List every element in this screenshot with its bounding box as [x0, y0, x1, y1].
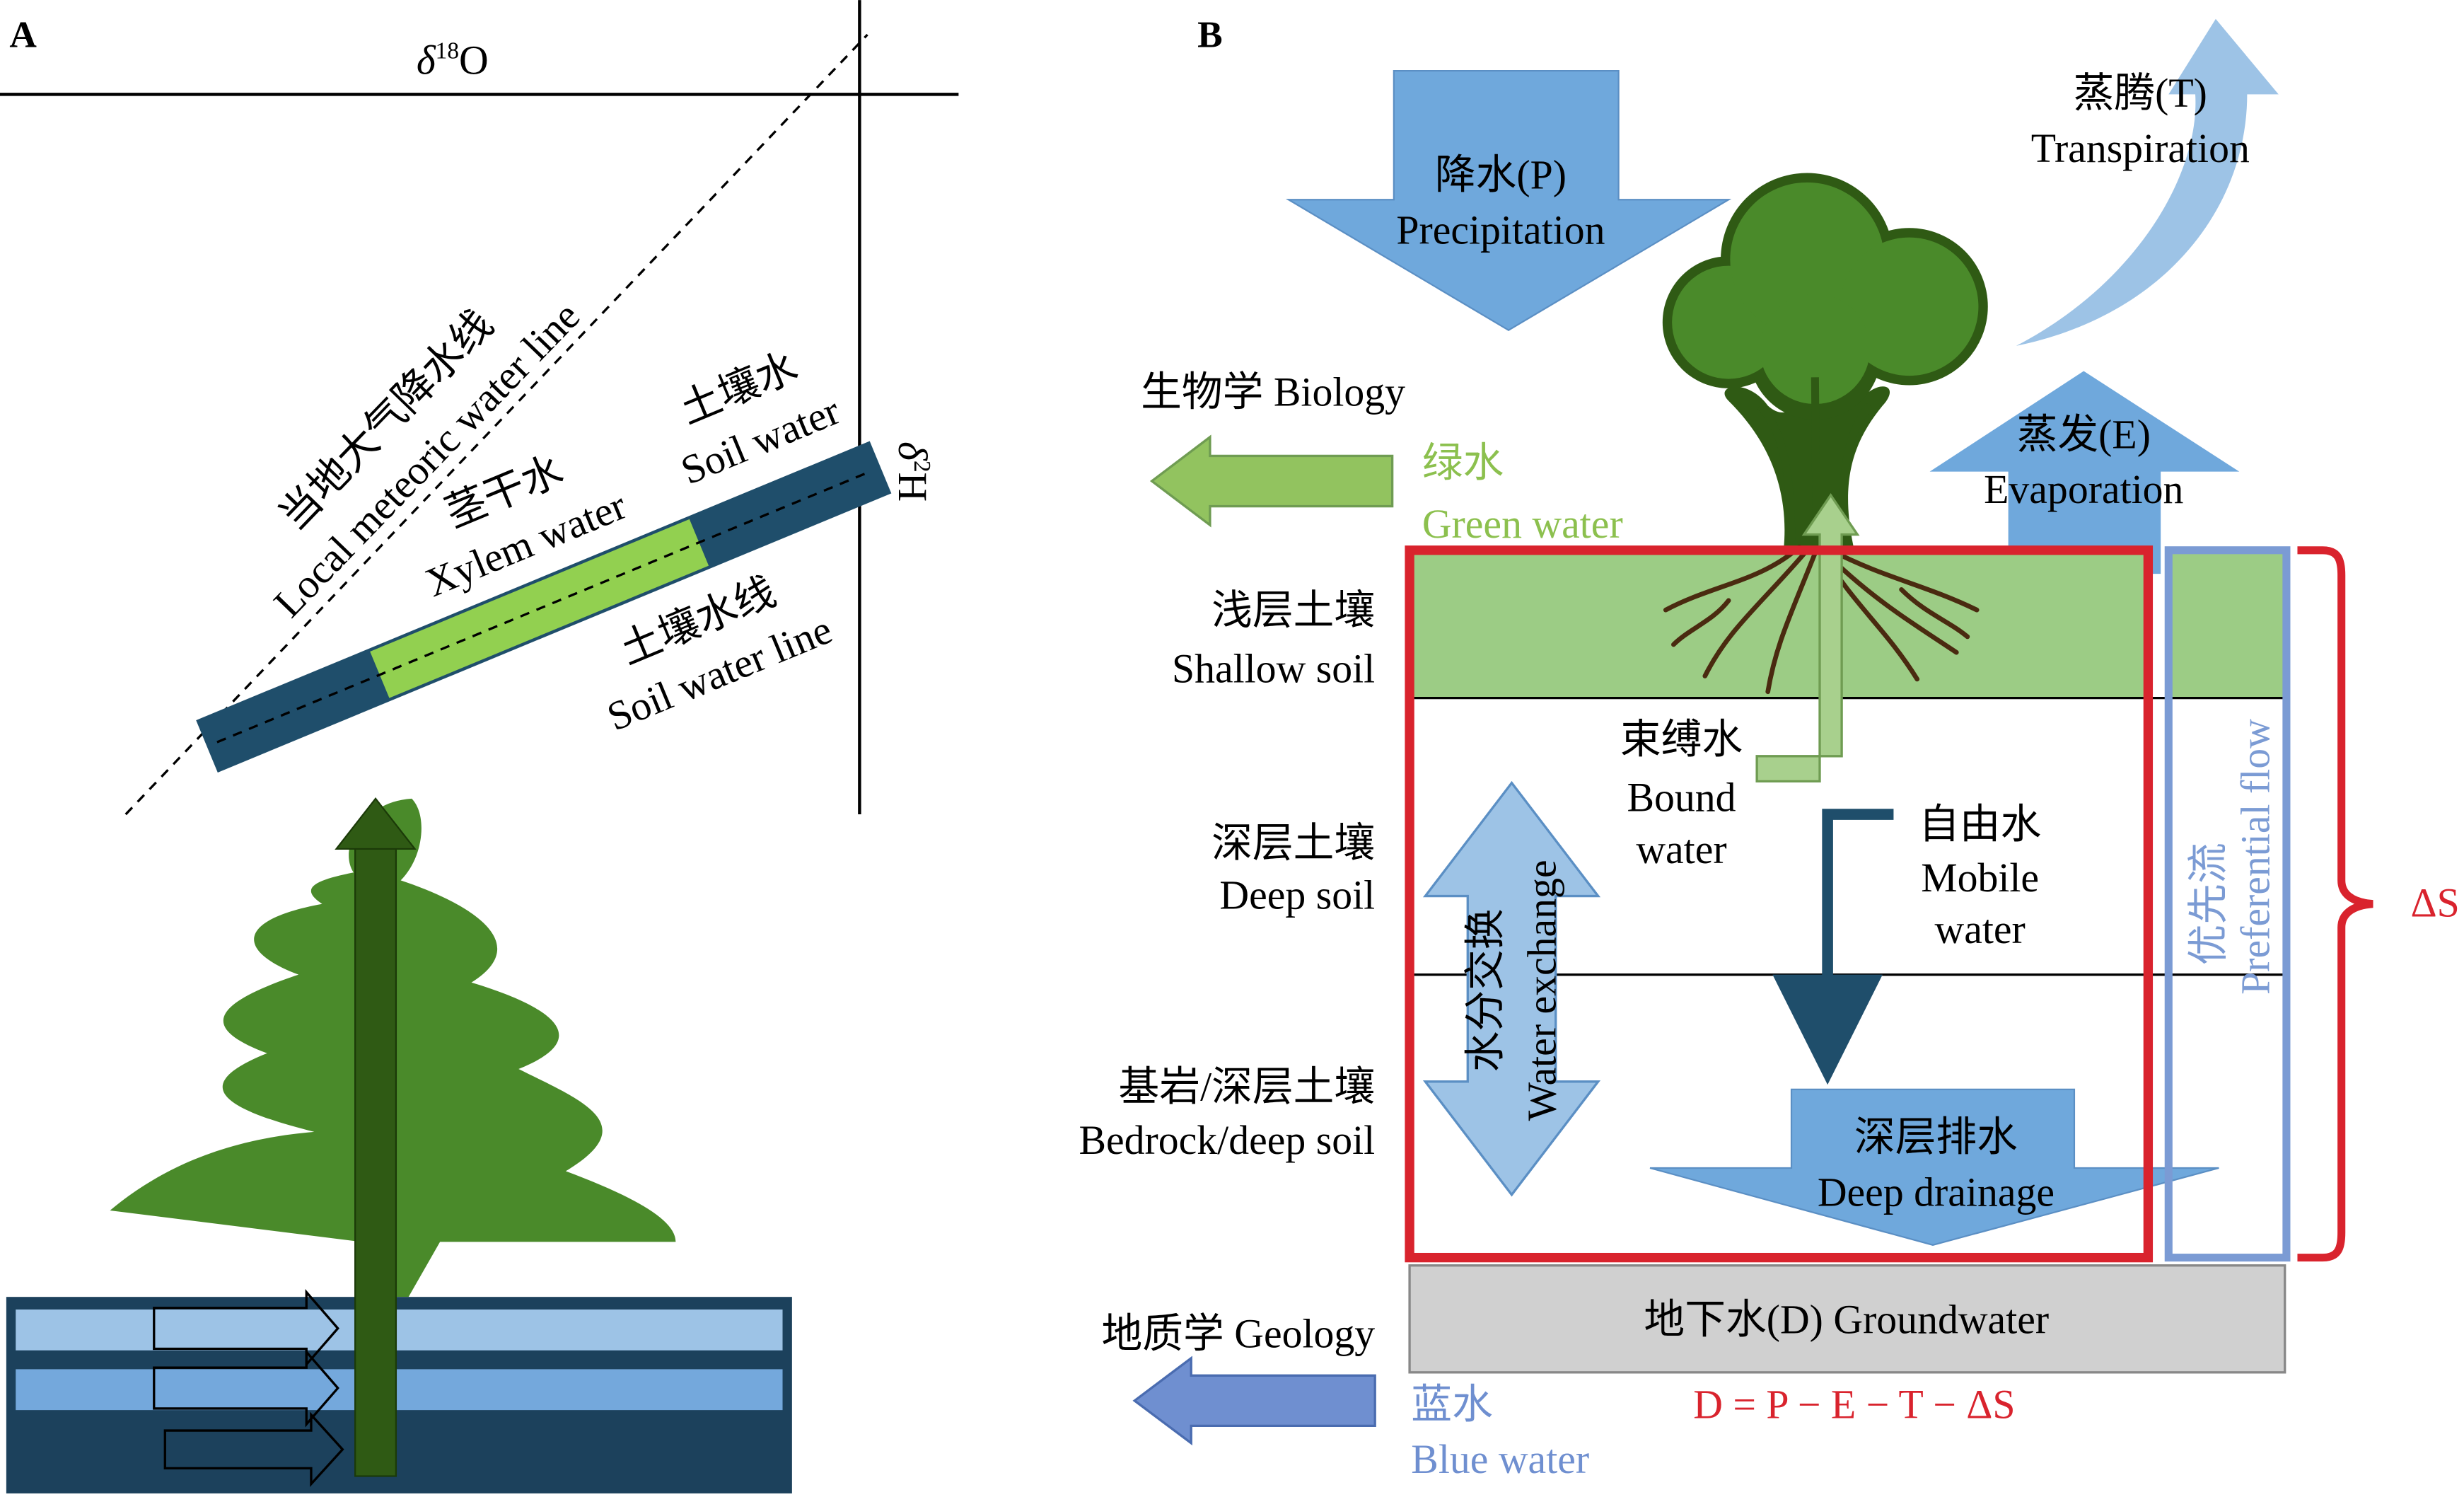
- preferential-flow-label-en: Preferential flow: [2233, 719, 2278, 995]
- flow-arrow-1: [153, 1289, 339, 1368]
- bound-water-label-cn: 束缚水: [1620, 717, 1743, 762]
- tree-trunk-arrow-shaft: [354, 841, 397, 1477]
- preferential-flow-box: [2164, 546, 2291, 1262]
- svg-text:Preferential flow: Preferential flow: [2233, 719, 2278, 995]
- panel-a: A δ18O δ2H 当地大气降水线 Local meteoric water …: [0, 0, 959, 1493]
- tree-uptake-arrow: [335, 797, 417, 1477]
- water-layer-2: [16, 1369, 783, 1411]
- transpiration-label-cn: 蒸腾(T): [2074, 71, 2207, 116]
- mobile-water-label-en2: water: [1935, 908, 2026, 952]
- bedrock-label-cn: 基岩/深层土壤: [1119, 1065, 1376, 1109]
- soil-water-dashed-line: [216, 470, 871, 744]
- mobile-water-label-en1: Mobile: [1921, 856, 2039, 901]
- x-axis-label: δ18O: [417, 37, 489, 83]
- transpiration-label-en: Transpiration: [2031, 127, 2250, 171]
- transpiration-arrow: 蒸腾(T) Transpiration: [2016, 18, 2279, 346]
- delta-s-brace: [2297, 546, 2373, 1262]
- water-balance-equation: D = P − E − T − ΔS: [1693, 1382, 2015, 1427]
- flow-arrow-3: [163, 1411, 344, 1487]
- water-exchange-shape: [1422, 780, 1601, 1197]
- evaporation-arrow: 蒸发(E) Evaporation: [1929, 371, 2240, 574]
- water-exchange-label-en: Water exchange: [1521, 860, 1565, 1121]
- lmwl-dashed-line: [124, 33, 868, 816]
- precipitation-label-en: Precipitation: [1396, 208, 1605, 253]
- mobile-water-label-cn: 自由水: [1919, 802, 2041, 847]
- shallow-soil-layer-pref: [2168, 553, 2286, 698]
- precipitation-arrow: 降水(P) Precipitation: [1285, 69, 1732, 331]
- bedrock-label-en: Bedrock/deep soil: [1079, 1119, 1375, 1163]
- y-axis-label: δ2H: [890, 441, 935, 502]
- deep-drainage-label-en: Deep drainage: [1818, 1170, 2055, 1215]
- storage-box-red: [1405, 545, 2154, 1263]
- tree-illustration-b: [1662, 173, 1988, 550]
- deep-drainage-arrow: 深层排水 Deep drainage: [1649, 1088, 2219, 1247]
- soil-water-band: [196, 441, 892, 773]
- water-layer-1: [16, 1309, 783, 1351]
- precipitation-arrow-shape: [1285, 69, 1732, 331]
- svg-text:优先流: 优先流: [2187, 843, 2231, 965]
- tree-trunk-arrow-head: [335, 797, 417, 850]
- flow-arrow-2: [153, 1348, 339, 1428]
- green-water-arrow: [1149, 434, 1394, 528]
- shallow-soil-label-en: Shallow soil: [1172, 647, 1375, 691]
- water-layers: [6, 1289, 792, 1493]
- delta-s-label: ΔS: [2410, 881, 2459, 925]
- panel-b: B 降水(P) Precipitation 蒸腾(T) Transpiratio…: [1079, 13, 2459, 1482]
- geology-label: 地质学 Geology: [1102, 1312, 1376, 1356]
- green-water-label-en: Green water: [1422, 502, 1623, 547]
- preferential-flow-label: 优先流: [2187, 843, 2231, 965]
- bound-water-label-en1: Bound: [1627, 776, 1736, 821]
- deep-soil-label-cn: 深层土壤: [1211, 821, 1375, 866]
- shallow-soil-layer: [1410, 553, 2145, 698]
- mobile-arrow-path: [1772, 809, 1894, 1085]
- tree-canopy-right-inner: [1840, 237, 1979, 376]
- mobile-water-arrow: [1772, 809, 1894, 1085]
- panel-b-label: B: [1197, 13, 1223, 56]
- uptake-arrow-shape: [1755, 493, 1860, 783]
- biology-label: 生物学 Biology: [1141, 370, 1405, 415]
- svg-text:δ2H: δ2H: [890, 441, 935, 502]
- evaporation-label-cn: 蒸发(E): [2017, 412, 2151, 457]
- tree-canopy-center-inner: [1760, 294, 1871, 405]
- blue-water-arrow: [1132, 1356, 1376, 1446]
- bound-water-label-en2: water: [1636, 828, 1726, 872]
- blue-water-label-en: Blue water: [1411, 1438, 1589, 1482]
- green-water-label-cn: 绿水: [1422, 441, 1504, 485]
- evaporation-arrow-shape: [1929, 371, 2240, 574]
- deep-soil-label-en: Deep soil: [1219, 873, 1375, 918]
- water-exchange-label-cn: 水分交换: [1464, 908, 1509, 1072]
- shallow-soil-label-cn: 浅层土壤: [1211, 589, 1375, 633]
- transpiration-arrow-shape: [2016, 18, 2279, 346]
- deep-drainage-label-cn: 深层排水: [1854, 1116, 2018, 1160]
- lmwl-label: 当地大气降水线 Local meteoric water line: [266, 294, 588, 625]
- green-water-uptake-arrow: [1755, 493, 1860, 783]
- deep-drainage-shape: [1649, 1088, 2219, 1247]
- groundwater-box: [1408, 1264, 2286, 1374]
- blue-water-label-cn: 蓝水: [1411, 1382, 1493, 1427]
- evaporation-label-en: Evaporation: [1984, 468, 2183, 512]
- water-exchange-arrow: 水分交换 Water exchange: [1422, 780, 1601, 1197]
- groundwater-label: 地下水(D) Groundwater: [1644, 1297, 2049, 1342]
- precipitation-label-cn: 降水(P): [1435, 154, 1567, 198]
- panel-a-label: A: [9, 13, 37, 56]
- tree-trunk: [1724, 377, 1890, 550]
